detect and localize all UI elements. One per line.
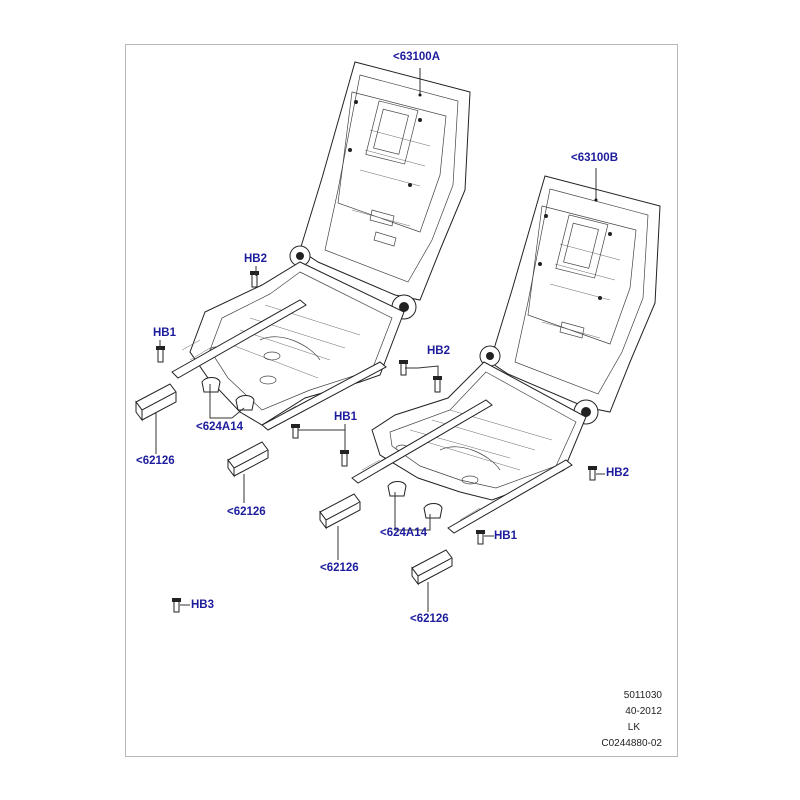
- callout-cover-624a14-left[interactable]: <624A14: [196, 421, 243, 433]
- callout-seat-back-a[interactable]: <63100A: [393, 51, 440, 63]
- bolt-hb2-right-part: [588, 466, 597, 481]
- callout-bolt-hb2-left[interactable]: HB2: [244, 253, 268, 265]
- footer-ref-line-3: LK: [627, 722, 640, 733]
- callout-cover-624a14-right[interactable]: <624A14: [380, 527, 427, 539]
- trim-62126-part-3: [319, 493, 361, 530]
- trim-62126-part-1: [135, 383, 177, 422]
- footer-ref-line-2: 40-2012: [625, 706, 662, 717]
- footer-ref-line-1: 5011030: [623, 690, 662, 701]
- callout-trim-62126-4[interactable]: <62126: [410, 613, 449, 625]
- callout-bolt-hb1-right[interactable]: HB1: [494, 530, 518, 542]
- callout-seat-back-b[interactable]: <63100B: [571, 152, 618, 164]
- callout-trim-62126-2[interactable]: <62126: [227, 506, 266, 518]
- seat-assembly-a: [171, 61, 471, 431]
- cover-624a14-left-part: [201, 377, 255, 411]
- bolt-hb2-left-part: [250, 271, 259, 288]
- callout-bolt-hb1-center[interactable]: HB1: [334, 411, 358, 423]
- trim-62126-part-2: [227, 441, 269, 478]
- seat-assembly-b: [351, 175, 661, 534]
- callout-bolt-hb3[interactable]: HB3: [191, 599, 215, 611]
- callout-trim-62126-3[interactable]: <62126: [320, 562, 359, 574]
- cover-624a14-right-part: [387, 481, 443, 519]
- bolt-hb1-right-part: [476, 530, 485, 545]
- callout-trim-62126-1[interactable]: <62126: [136, 455, 175, 467]
- bolt-hb2-center-part: [399, 360, 442, 393]
- leader-lines: [155, 68, 605, 612]
- callout-bolt-hb2-right[interactable]: HB2: [606, 467, 630, 479]
- trim-62126-part-4: [411, 549, 453, 586]
- callout-bolt-hb2-center[interactable]: HB2: [427, 345, 451, 357]
- footer-ref-line-4: C0244880-02: [601, 738, 662, 749]
- callout-bolt-hb1-left[interactable]: HB1: [153, 327, 177, 339]
- bolt-hb3-part: [172, 598, 181, 613]
